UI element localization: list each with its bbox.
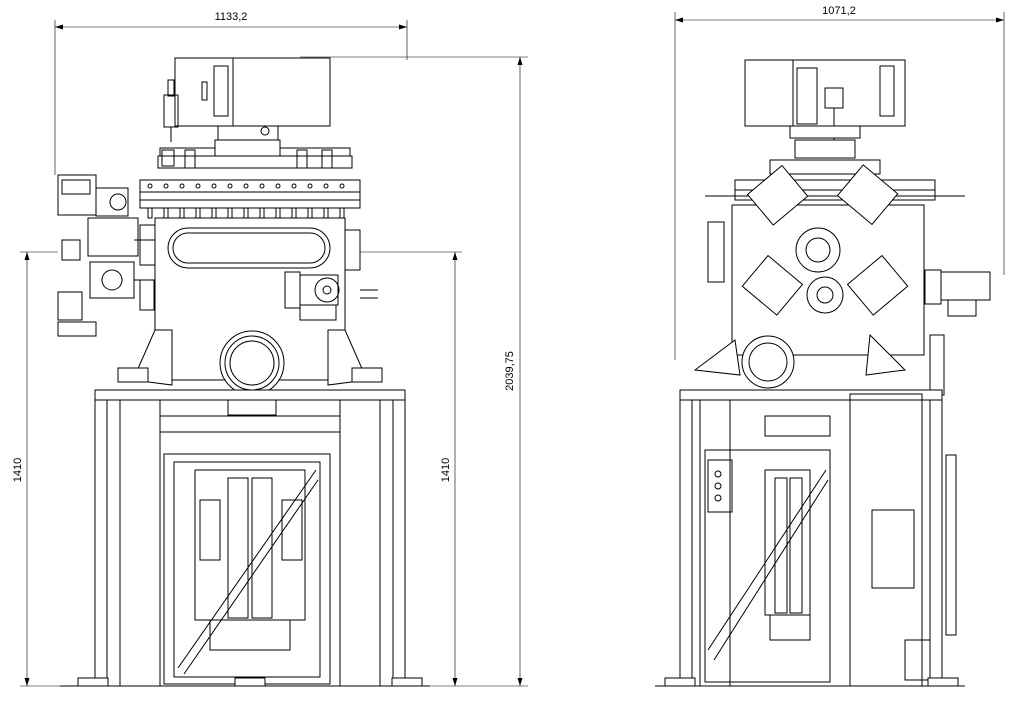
- front-width-dimension: 1133,2: [54, 11, 408, 175]
- frame-height-right-label: 1410: [440, 458, 452, 482]
- front-frame-height-right: 1410: [360, 251, 462, 686]
- side-top-controller: [744, 59, 906, 140]
- front-pump-assembly: [57, 174, 155, 337]
- front-frame: [60, 389, 430, 687]
- side-angled-ports: [741, 164, 909, 316]
- front-main-flange: [139, 179, 361, 219]
- front-view: 1133,2 2039,75 1410 1410: [12, 11, 528, 687]
- front-support-brackets: [117, 329, 383, 386]
- front-height-label: 2039,75: [504, 351, 516, 391]
- side-top-flanges: [705, 139, 965, 201]
- front-side-port: [284, 271, 378, 321]
- side-width-dimension: 1071,2: [674, 5, 1005, 360]
- front-frame-height-left: 1410: [12, 251, 80, 687]
- front-height-dimension: 2039,75: [300, 56, 528, 687]
- side-view: 1071,2: [655, 5, 1005, 687]
- side-chamber: [693, 164, 991, 396]
- front-top-controller: [163, 57, 331, 142]
- front-width-label: 1133,2: [215, 11, 248, 23]
- front-top-flanges: [157, 139, 353, 169]
- side-width-label: 1071,2: [822, 5, 856, 17]
- side-frame: [655, 389, 965, 687]
- frame-height-left-label: 1410: [12, 458, 24, 482]
